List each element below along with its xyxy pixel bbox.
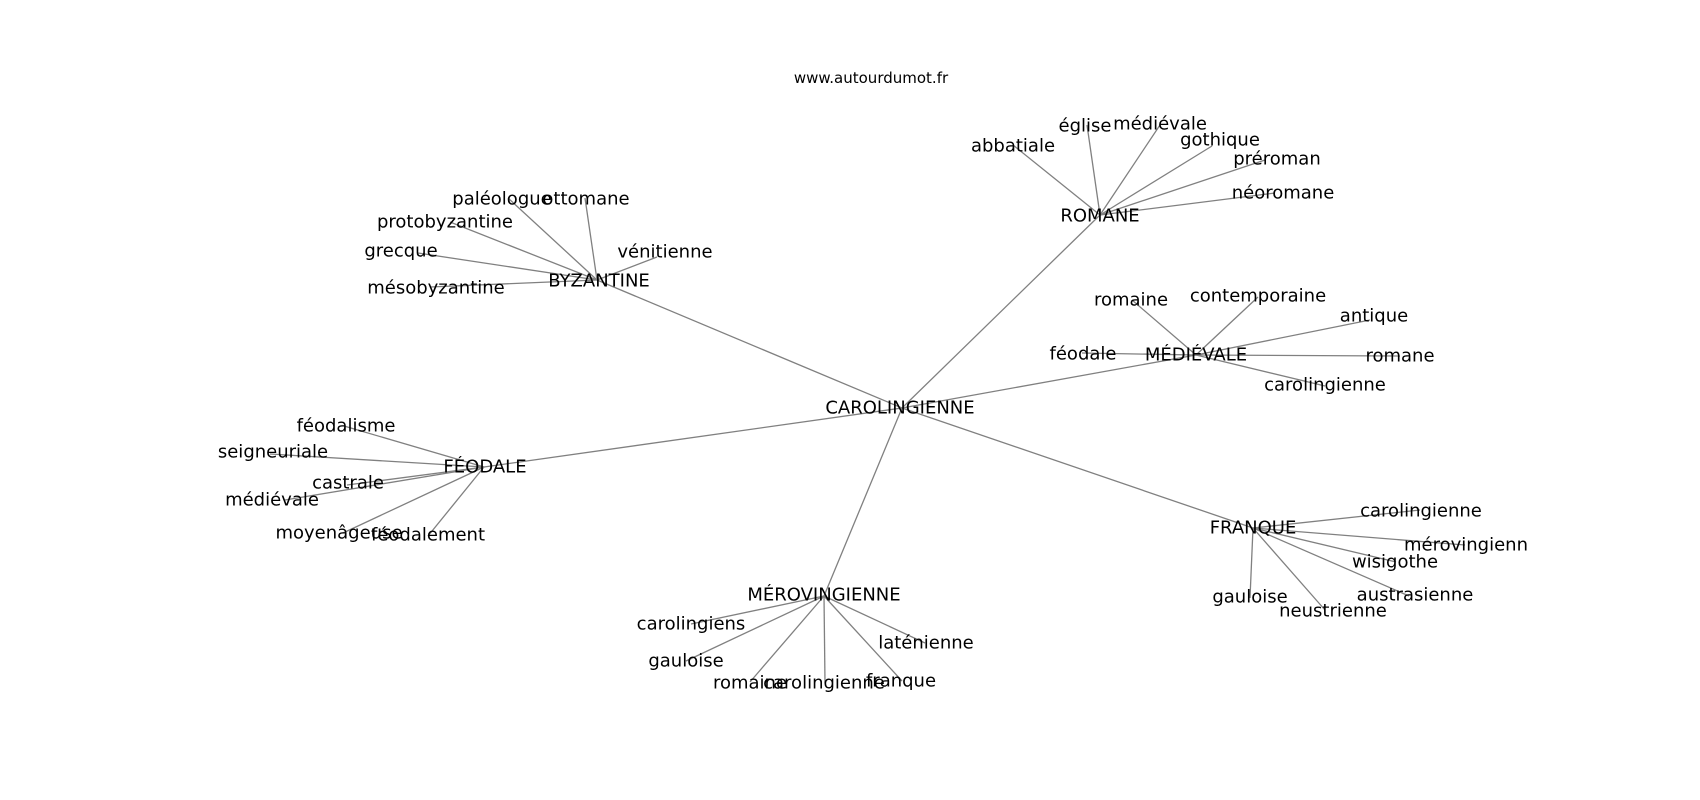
edge-franque_hub-leaf-4 <box>1249 527 1254 599</box>
edge-root-byzantine_hub <box>596 279 903 409</box>
edge-romane_hub-leaf-5 <box>1099 192 1276 216</box>
root-node-label: CAROLINGIENNE <box>825 398 974 419</box>
leaf-node-label: carolingienne <box>1264 375 1386 396</box>
leaf-node-label: féodalisme <box>297 416 396 437</box>
leaf-node-label: gauloise <box>648 651 723 672</box>
leaf-node-label: carolingienne <box>1360 501 1482 522</box>
leaf-node-label: neustrienne <box>1279 601 1387 622</box>
edge-medievale_hub-leaf-1 <box>1195 296 1259 356</box>
hub-node-label: MÉDIÉVALE <box>1145 344 1247 366</box>
watermark-text: www.autourdumot.fr <box>794 69 949 87</box>
edge-byzantine_hub-leaf-5 <box>429 279 598 288</box>
edge-feodale_hub-leaf-2 <box>346 466 485 486</box>
leaf-node-label: paléologue <box>452 189 551 210</box>
edge-franque_hub-leaf-5 <box>1252 527 1326 611</box>
hub-node-label: FRANQUE <box>1210 518 1297 539</box>
leaf-node-label: franque <box>866 671 936 692</box>
edge-merovingienne_hub-leaf-2 <box>685 595 825 662</box>
hub-node-label: ROMANE <box>1060 206 1139 227</box>
leaf-node-label: seigneuriale <box>218 442 328 463</box>
edge-root-feodale_hub <box>483 407 903 468</box>
leaf-node-label: médiévale <box>225 490 319 511</box>
leaf-node-label: romaine <box>713 673 787 694</box>
edge-medievale_hub-leaf-0 <box>1131 299 1197 356</box>
leaf-node-label: médiévale <box>1113 114 1207 135</box>
edge-merovingienne_hub-leaf-4 <box>823 595 826 684</box>
edge-root-franque_hub <box>901 407 1254 529</box>
hub-node-label: MÉROVINGIENNE <box>747 584 900 606</box>
edge-root-romane_hub <box>901 214 1101 409</box>
edge-root-medievale_hub <box>901 354 1197 409</box>
edge-franque_hub-leaf-1 <box>1252 527 1466 546</box>
hub-node-label: FÉODALE <box>443 456 526 478</box>
edge-romane_hub-leaf-3 <box>1099 145 1213 216</box>
edge-medievale_hub-leaf-5 <box>1195 354 1326 387</box>
graph-edges <box>269 124 1466 684</box>
leaf-node-label: église <box>1059 116 1112 137</box>
leaf-node-label: protobyzantine <box>377 212 513 233</box>
leaf-node-label: carolingienne <box>763 673 885 694</box>
leaf-node-label: gauloise <box>1212 587 1287 608</box>
edge-feodale_hub-leaf-4 <box>342 466 485 534</box>
leaf-node-label: féodale <box>1050 344 1117 365</box>
edge-root-merovingienne_hub <box>823 407 903 597</box>
edge-romane_hub-leaf-4 <box>1099 159 1266 216</box>
leaf-node-label: moyenâgeuse <box>275 523 402 544</box>
leaf-node-label: austrasienne <box>1357 585 1474 606</box>
leaf-node-label: laténienne <box>878 633 974 654</box>
edge-feodale_hub-leaf-1 <box>269 453 485 468</box>
edge-medievale_hub-leaf-3 <box>1081 352 1197 356</box>
leaf-node-label: mérovingienn <box>1404 535 1528 556</box>
hub-node-label: BYZANTINE <box>548 271 650 292</box>
edge-romane_hub-leaf-1 <box>1086 124 1101 216</box>
leaf-node-label: grecque <box>364 241 437 262</box>
leaf-node-label: carolingiens <box>637 614 746 635</box>
leaf-node-label: ottomane <box>542 189 629 210</box>
leaf-node-label: mésobyzantine <box>367 278 505 299</box>
edge-medievale_hub-leaf-2 <box>1195 319 1371 356</box>
edge-merovingienne_hub-leaf-5 <box>823 595 903 682</box>
edge-franque_hub-leaf-2 <box>1252 527 1397 563</box>
edge-franque_hub-leaf-3 <box>1252 527 1410 597</box>
leaf-node-label: romaine <box>1094 290 1168 311</box>
leaf-node-label: néoromane <box>1232 183 1335 204</box>
leaf-node-label: castrale <box>312 473 384 494</box>
edge-byzantine_hub-leaf-2 <box>449 221 598 281</box>
leaf-node-label: wisigothe <box>1352 552 1438 573</box>
edge-medievale_hub-leaf-4 <box>1195 354 1401 357</box>
leaf-node-label: contemporaine <box>1190 286 1326 307</box>
leaf-node-label: romane <box>1365 346 1434 367</box>
edge-merovingienne_hub-leaf-3 <box>749 595 825 683</box>
edge-byzantine_hub-leaf-1 <box>584 197 598 281</box>
edge-franque_hub-leaf-0 <box>1252 509 1421 529</box>
edge-feodale_hub-leaf-3 <box>284 466 485 501</box>
edge-byzantine_hub-leaf-4 <box>417 252 598 281</box>
edge-merovingienne_hub-leaf-1 <box>823 595 926 644</box>
edge-feodale_hub-leaf-0 <box>343 425 485 468</box>
leaf-node-label: abbatiale <box>971 136 1055 157</box>
edge-romane_hub-leaf-2 <box>1099 124 1161 216</box>
leaf-node-label: vénitienne <box>617 242 712 263</box>
leaf-node-label: antique <box>1340 306 1408 327</box>
edge-romane_hub-leaf-0 <box>1012 144 1101 216</box>
leaf-node-label: préroman <box>1233 149 1321 170</box>
leaf-node-label: féodalement <box>371 525 485 546</box>
edge-merovingienne_hub-leaf-0 <box>690 595 825 625</box>
leaf-node-label: gothique <box>1180 130 1260 151</box>
edge-byzantine_hub-leaf-3 <box>596 256 658 281</box>
edge-feodale_hub-leaf-5 <box>427 466 485 537</box>
edge-byzantine_hub-leaf-0 <box>507 197 598 281</box>
